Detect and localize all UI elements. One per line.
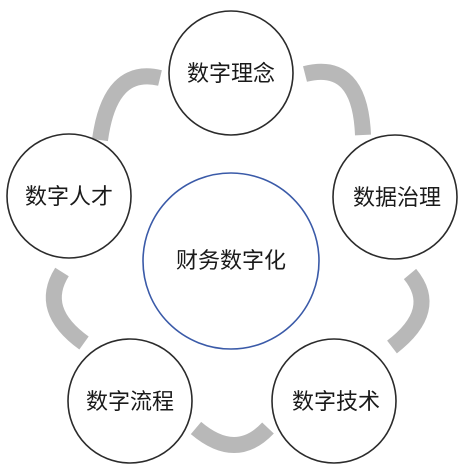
arc-bottomright-to-bottomleft (190, 421, 274, 453)
center-label: 财务数字化 (176, 249, 286, 274)
node-circle (332, 134, 458, 260)
node-label: 数字流程 (86, 390, 174, 415)
node-label: 数字理念 (187, 62, 275, 87)
node-label: 数据治理 (353, 186, 441, 211)
connector-arcs (45, 63, 430, 453)
node-top: 数字理念 (168, 10, 294, 136)
node-circle (6, 133, 132, 259)
node-bottom-right: 数字技术 (271, 338, 397, 464)
arc-right-to-bottomright (386, 268, 430, 354)
node-right: 数据治理 (332, 134, 458, 260)
node-circle (168, 10, 294, 136)
node-circle (67, 338, 193, 464)
center-node: 财务数字化 (142, 172, 320, 350)
arc-left-to-top (92, 68, 162, 142)
arc-bottomleft-to-left (45, 267, 89, 350)
node-bottom-left: 数字流程 (67, 338, 193, 464)
arc-top-to-right (303, 63, 371, 136)
node-label: 数字人才 (25, 185, 113, 210)
node-left: 数字人才 (6, 133, 132, 259)
node-circle (271, 338, 397, 464)
node-label: 数字技术 (292, 390, 380, 415)
center-circle (142, 172, 320, 350)
